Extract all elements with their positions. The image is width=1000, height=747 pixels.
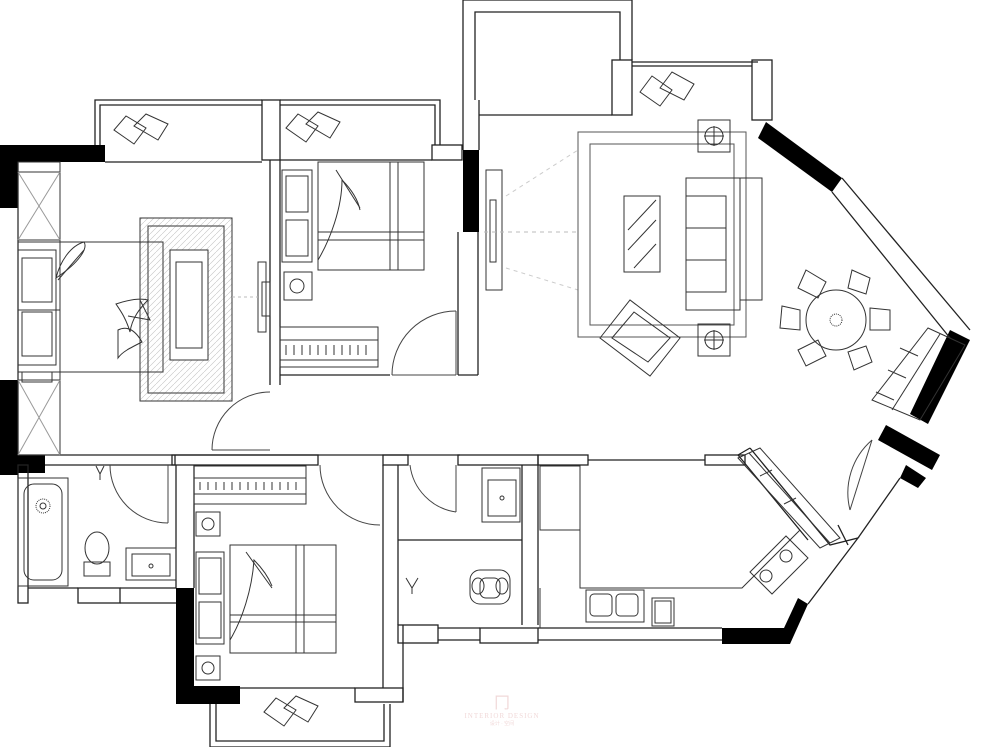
- outline-walls: [17, 0, 971, 747]
- watermark-line2: 设计 · 空间: [489, 722, 515, 727]
- stove: [749, 535, 809, 595]
- entry-door: [847, 439, 873, 511]
- top-balcony-cushions: [639, 71, 695, 107]
- dining-table: [779, 269, 891, 371]
- third-door: [319, 464, 381, 526]
- coffee-table: [623, 195, 661, 273]
- kitchen-counter: [539, 465, 801, 628]
- master-balcony-cushions: [113, 113, 169, 145]
- living-window-cabinet: [871, 327, 966, 421]
- dining-chairs: [779, 269, 891, 371]
- third-balcony-cushions: [263, 695, 319, 727]
- third-bed: [195, 511, 337, 681]
- second-wardrobe: [279, 326, 379, 368]
- bath-fixture-right: [405, 577, 419, 594]
- bath-sink: [125, 547, 177, 581]
- bathtub: [17, 477, 69, 587]
- kitchen-sink: [585, 589, 645, 623]
- second-door: [391, 310, 457, 376]
- watermark-line1: INTERIOR DESIGN: [464, 712, 540, 720]
- living-tv: [484, 149, 579, 291]
- master-door: [211, 391, 271, 451]
- structural-walls: [0, 122, 970, 704]
- living-rug: [577, 131, 747, 338]
- sofa: [685, 177, 763, 311]
- master-wardrobe: [17, 161, 61, 456]
- master-tv: [232, 261, 271, 333]
- second-balcony-cushions: [285, 111, 341, 143]
- armchair: [599, 299, 681, 377]
- second-bed: [281, 161, 425, 301]
- bath-door: [109, 464, 169, 524]
- master-bench: [139, 217, 233, 402]
- third-wardrobe: [193, 465, 307, 505]
- watermark: 冂 INTERIOR DESIGN 设计 · 空间: [462, 695, 542, 728]
- kitchen-window-cabinet: [737, 447, 841, 549]
- watermark-logo: 冂: [493, 695, 510, 712]
- fridge: [651, 597, 675, 627]
- bath2-sink: [481, 467, 521, 523]
- bath2-door: [409, 464, 457, 513]
- bath-fixture-left: [95, 465, 105, 480]
- toilet: [83, 531, 111, 577]
- side-tables: [697, 119, 731, 357]
- squat-toilet: [469, 569, 511, 605]
